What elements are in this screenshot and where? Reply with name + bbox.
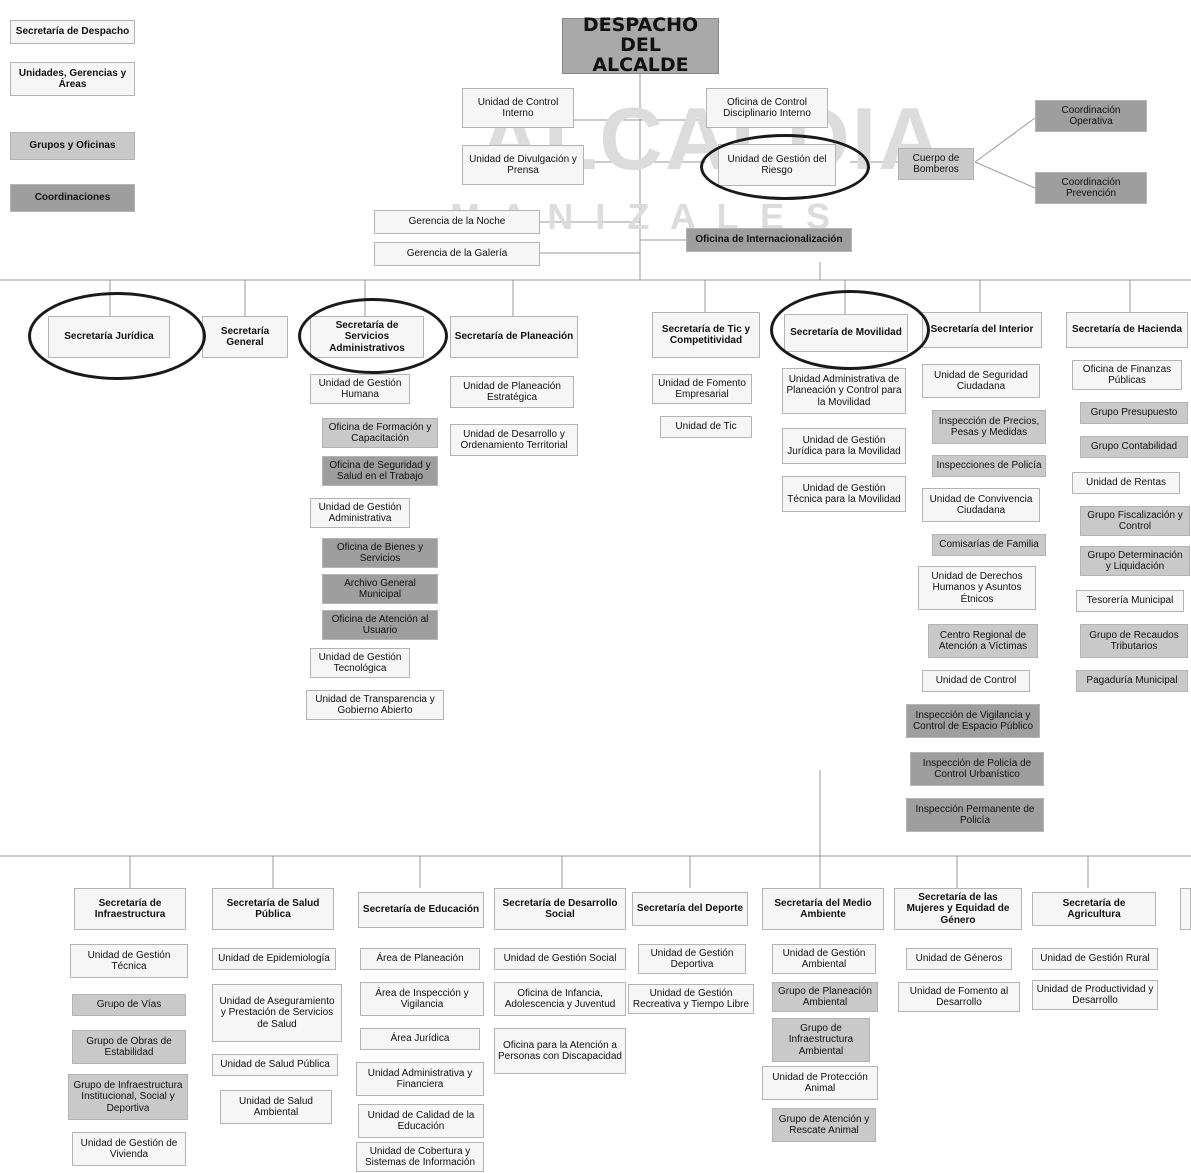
infraestructura-unit: Unidad de Gestión de Vivienda (72, 1132, 186, 1166)
planeacion-unit: Unidad de Planeación Estratégica (450, 376, 574, 408)
secretaria-agricultura: Secretaría de Agricultura (1032, 892, 1156, 926)
secretaria-planeacion: Secretaría de Planeación (450, 316, 578, 358)
secretaria-mujeres: Secretaría de las Mujeres y Equidad de G… (894, 888, 1022, 930)
interior-unit: Unidad de Control (922, 670, 1030, 692)
servicios-unit: Unidad de Transparencia y Gobierno Abier… (306, 690, 444, 720)
servicios-unit: Unidad de Gestión Administrativa (310, 498, 410, 528)
secretaria-salud: Secretaría de Salud Pública (212, 888, 334, 930)
servicios-unit: Archivo General Municipal (322, 574, 438, 604)
interior-unit: Inspección de Precios, Pesas y Medidas (932, 410, 1046, 444)
interior-unit: Unidad de Seguridad Ciudadana (922, 364, 1040, 398)
educacion-unit: Unidad Administrativa y Financiera (356, 1062, 484, 1096)
ambiente-unit: Grupo de Infraestructura Ambiental (772, 1018, 870, 1062)
ambiente-unit: Grupo de Atención y Rescate Animal (772, 1108, 876, 1142)
unit-divulgacion: Unidad de Divulgación y Prensa (462, 145, 584, 185)
page-title: DESPACHO DEL ALCALDE (562, 15, 719, 75)
legend-unidades: Unidades, Gerencias y Áreas (10, 62, 135, 96)
mujeres-unit: Unidad de Géneros (906, 948, 1012, 970)
movilidad-unit: Unidad de Gestión Jurídica para la Movil… (782, 428, 906, 464)
deporte-unit: Unidad de Gestión Recreativa y Tiempo Li… (628, 984, 754, 1014)
legend-secretaria: Secretaría de Despacho (10, 20, 135, 44)
educacion-unit: Área de Planeación (360, 948, 480, 970)
servicios-unit: Oficina de Bienes y Servicios (322, 538, 438, 568)
interior-unit: Inspección Permanente de Policía (906, 798, 1044, 832)
servicios-unit: Unidad de Gestión Humana (310, 374, 410, 404)
educacion-unit: Área de Inspección y Vigilancia (360, 982, 484, 1016)
servicios-unit: Oficina de Atención al Usuario (322, 610, 438, 640)
hacienda-unit: Grupo de Recaudos Tributarios (1080, 624, 1188, 658)
salud-unit: Unidad de Epidemiología (212, 948, 336, 970)
secretaria-educacion: Secretaría de Educación (358, 892, 484, 928)
hacienda-unit: Tesorería Municipal (1076, 590, 1184, 612)
hacienda-unit: Grupo Presupuesto (1080, 402, 1188, 424)
educacion-unit: Área Jurídica (360, 1028, 480, 1050)
ambiente-unit: Unidad de Protección Animal (762, 1066, 878, 1100)
ambiente-unit: Unidad de Gestión Ambiental (772, 944, 876, 974)
secretaria-partial (1180, 888, 1191, 930)
secretaria-desarrollo-social: Secretaría de Desarrollo Social (494, 888, 626, 930)
desarrollo-unit: Unidad de Gestión Social (494, 948, 626, 970)
interior-unit: Inspección de Vigilancia y Control de Es… (906, 704, 1040, 738)
secretaria-general: Secretaría General (202, 316, 288, 358)
interior-unit: Centro Regional de Atención a Víctimas (928, 624, 1038, 658)
servicios-unit: Oficina de Formación y Capacitación (322, 418, 438, 448)
hacienda-unit: Pagaduría Municipal (1076, 670, 1188, 692)
planeacion-unit: Unidad de Desarrollo y Ordenamiento Terr… (450, 424, 578, 456)
interior-unit: Comisarías de Familia (932, 534, 1046, 556)
desarrollo-unit: Oficina de Infancia, Adolescencia y Juve… (494, 982, 626, 1016)
desarrollo-unit: Oficina para la Atención a Personas con … (494, 1028, 626, 1074)
interior-unit: Inspección de Policía de Control Urbanís… (910, 752, 1044, 786)
secretaria-deporte: Secretaría del Deporte (632, 892, 748, 926)
tic-unit: Unidad de Tic (660, 416, 752, 438)
secretaria-tic: Secretaría de Tic y Competitividad (652, 312, 760, 358)
gerencia-noche: Gerencia de la Noche (374, 210, 540, 234)
unit-control-interno: Unidad de Control Interno (462, 88, 574, 128)
unit-bomberos: Cuerpo de Bomberos (898, 148, 974, 180)
servicios-unit: Oficina de Seguridad y Salud en el Traba… (322, 456, 438, 486)
infraestructura-unit: Unidad de Gestión Técnica (70, 944, 188, 978)
hacienda-unit: Oficina de Finanzas Públicas (1072, 360, 1182, 390)
educacion-unit: Unidad de Calidad de la Educación (358, 1104, 484, 1138)
hacienda-unit: Grupo Fiscalización y Control (1080, 506, 1190, 536)
interior-unit: Inspecciones de Policía (932, 455, 1046, 477)
infraestructura-unit: Grupo de Obras de Estabilidad (72, 1030, 186, 1064)
movilidad-unit: Unidad Administrativa de Planeación y Co… (782, 368, 906, 414)
secretaria-interior: Secretaría del Interior (922, 312, 1042, 348)
oficina-internacionalizacion: Oficina de Internacionalización (686, 228, 852, 252)
agricultura-unit: Unidad de Productividad y Desarrollo (1032, 980, 1158, 1010)
infraestructura-unit: Grupo de Vías (72, 994, 186, 1016)
coord-operativa: Coordinación Operativa (1035, 100, 1147, 132)
ambiente-unit: Grupo de Planeación Ambiental (772, 982, 878, 1012)
highlight-oval (298, 298, 448, 374)
coord-prevencion: Coordinación Prevención (1035, 172, 1147, 204)
movilidad-unit: Unidad de Gestión Técnica para la Movili… (782, 476, 906, 512)
agricultura-unit: Unidad de Gestión Rural (1032, 948, 1158, 970)
secretaria-hacienda: Secretaría de Hacienda (1066, 312, 1188, 348)
secretaria-medio-ambiente: Secretaría del Medio Ambiente (762, 888, 884, 930)
interior-unit: Unidad de Derechos Humanos y Asuntos Étn… (918, 566, 1036, 610)
deporte-unit: Unidad de Gestión Deportiva (638, 944, 746, 974)
legend-grupos: Grupos y Oficinas (10, 132, 135, 160)
hacienda-unit: Grupo Determinación y Liquidación (1080, 546, 1190, 576)
highlight-oval (770, 290, 930, 370)
salud-unit: Unidad de Aseguramiento y Prestación de … (212, 984, 342, 1042)
interior-unit: Unidad de Convivencia Ciudadana (922, 488, 1040, 522)
mujeres-unit: Unidad de Fomento al Desarrollo (898, 982, 1020, 1012)
educacion-unit: Unidad de Cobertura y Sistemas de Inform… (356, 1142, 484, 1172)
highlight-oval (700, 134, 870, 200)
hacienda-unit: Grupo Contabilidad (1080, 436, 1188, 458)
salud-unit: Unidad de Salud Pública (212, 1054, 338, 1076)
secretaria-infraestructura: Secretaría de Infraestructura (74, 888, 186, 930)
tic-unit: Unidad de Fomento Empresarial (652, 374, 752, 404)
unit-control-disciplinario: Oficina de Control Disciplinario Interno (706, 88, 828, 128)
legend-coordinaciones: Coordinaciones (10, 184, 135, 212)
hacienda-unit: Unidad de Rentas (1072, 472, 1180, 494)
highlight-oval (28, 292, 206, 380)
servicios-unit: Unidad de Gestión Tecnológica (310, 648, 410, 678)
infraestructura-unit: Grupo de Infraestructura Institucional, … (68, 1074, 188, 1120)
salud-unit: Unidad de Salud Ambiental (220, 1090, 332, 1124)
gerencia-galeria: Gerencia de la Galería (374, 242, 540, 266)
